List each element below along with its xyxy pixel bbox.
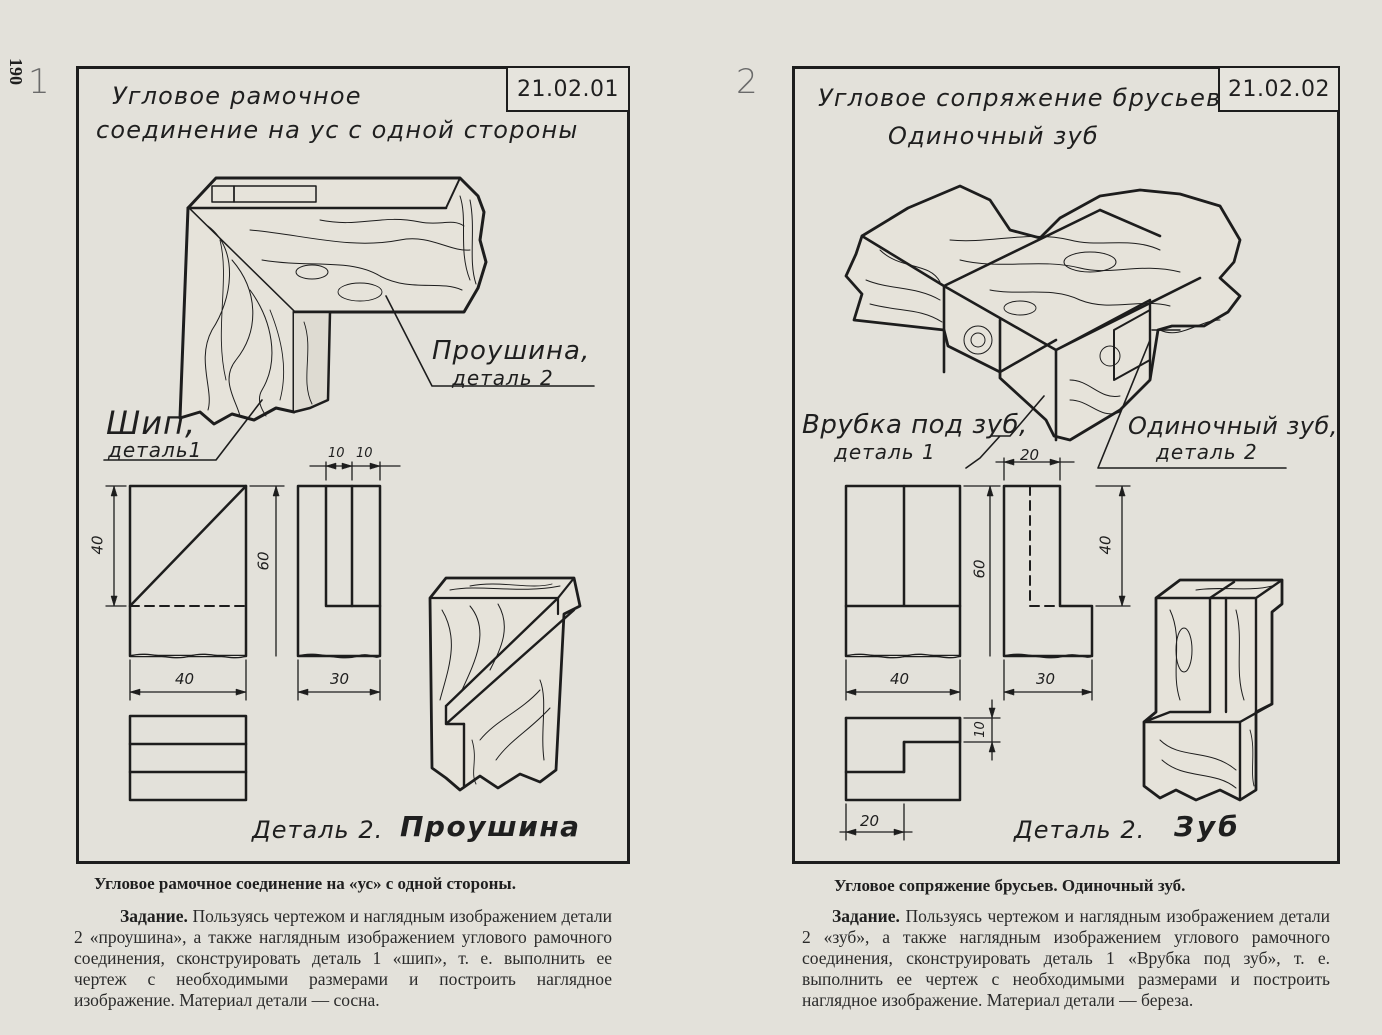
card-code-left: 21.02.01 (506, 66, 630, 112)
task-label-left: Задание. (120, 906, 188, 926)
label-part2-name: Проушина, (432, 336, 591, 366)
detail-prefix-right: Деталь 2. (1014, 816, 1146, 844)
task-text-right: Пользуясь чертежом и наглядным изображен… (802, 906, 1330, 1010)
leader-line-part2-right (1097, 339, 1287, 469)
left-front-view (105, 484, 285, 701)
dim-right-w40: 40 (890, 670, 910, 688)
right-detail-isometric (1142, 578, 1284, 802)
dim-right-h10: 10 (972, 721, 988, 738)
caption-right: Угловое сопряжение брусьев. Одиночный зу… (834, 876, 1186, 895)
card-title-left-line1: Угловое рамочное (112, 82, 362, 110)
task-right: Задание. Пользуясь чертежом и наглядным … (802, 906, 1330, 1032)
handwritten-mark-right: 2 (736, 62, 758, 102)
card-frame-right (792, 66, 1340, 864)
label-right-part2-name: Одиночный зуб, (1128, 412, 1338, 440)
right-side-view (995, 457, 1131, 701)
leader-line-part2 (385, 295, 595, 387)
card-code-right: 21.02.02 (1218, 66, 1340, 112)
card-frame-left (76, 66, 630, 864)
detail-prefix-left: Деталь 2. (252, 816, 384, 844)
dim-left-w40: 40 (175, 670, 195, 688)
dim-right-w20-bottom: 20 (860, 812, 880, 830)
dim-left-w10b: 10 (356, 446, 373, 461)
left-detail-isometric (428, 576, 582, 792)
label-part2-sub: деталь 2 (452, 366, 554, 390)
left-top-view (128, 714, 248, 802)
left-joint-isometric (178, 176, 488, 426)
label-part1-sub: деталь1 (108, 438, 203, 462)
right-top-view (839, 699, 1001, 841)
dim-right-w20-top: 20 (1020, 446, 1040, 464)
leader-line-part1-right (965, 395, 1045, 469)
label-right-part2-sub: деталь 2 (1156, 440, 1258, 464)
right-joint-isometric (844, 184, 1242, 442)
card-title-right-line2: Одиночный зуб (888, 122, 1099, 150)
right-front-view (844, 484, 1001, 701)
left-side-view (296, 461, 401, 701)
task-text-left: Пользуясь чертежом и наглядным изображен… (74, 906, 612, 1010)
task-left: Задание. Пользуясь чертежом и наглядным … (74, 906, 612, 1032)
detail-name-right: Зуб (1174, 810, 1241, 843)
caption-left: Угловое рамочное соединение на «ус» с од… (94, 874, 516, 893)
dim-right-h40: 40 (1096, 535, 1115, 555)
card-title-right-line1: Угловое сопряжение брусьев (818, 84, 1222, 112)
leader-line-part1 (103, 399, 263, 461)
handwritten-mark-left: 1 (28, 62, 50, 102)
label-right-part1-sub: деталь 1 (834, 440, 936, 464)
dim-left-w10a: 10 (328, 446, 345, 461)
label-part1-name: Шип, (106, 404, 197, 442)
label-right-part1-name: Врубка под зуб, (802, 410, 1028, 440)
dim-right-h60: 60 (970, 559, 989, 579)
dim-right-w30: 30 (1036, 670, 1056, 688)
dim-left-w30: 30 (330, 670, 350, 688)
card-title-left-line2: соединение на ус с одной стороны (96, 116, 579, 144)
detail-name-left: Проушина (400, 810, 581, 843)
task-label-right: Задание. (832, 906, 900, 926)
